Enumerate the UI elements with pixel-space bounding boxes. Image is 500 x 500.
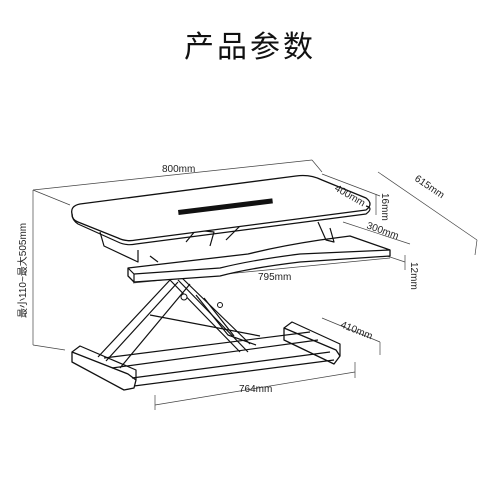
- base-frame: [71, 321, 341, 391]
- dim-top-width: 800mm: [162, 164, 195, 175]
- dim-top-thickness: 16mm: [379, 193, 390, 221]
- dim-height-range: 最小110~最大505mm: [16, 223, 29, 318]
- dim-keyboard-width: 795mm: [258, 272, 291, 283]
- scissor-lift: [97, 277, 261, 369]
- dim-keyboard-depth: 300mm: [365, 220, 400, 242]
- dim-base-depth: 410mm: [339, 320, 374, 343]
- page-title: 产品参数: [184, 30, 316, 65]
- dim-keyboard-thickness: 12mm: [408, 262, 419, 290]
- dim-base-width: 764mm: [239, 384, 272, 395]
- dim-total-depth: 615mm: [412, 173, 446, 201]
- keyboard-tray: [127, 235, 391, 283]
- desktop-top: [71, 174, 371, 263]
